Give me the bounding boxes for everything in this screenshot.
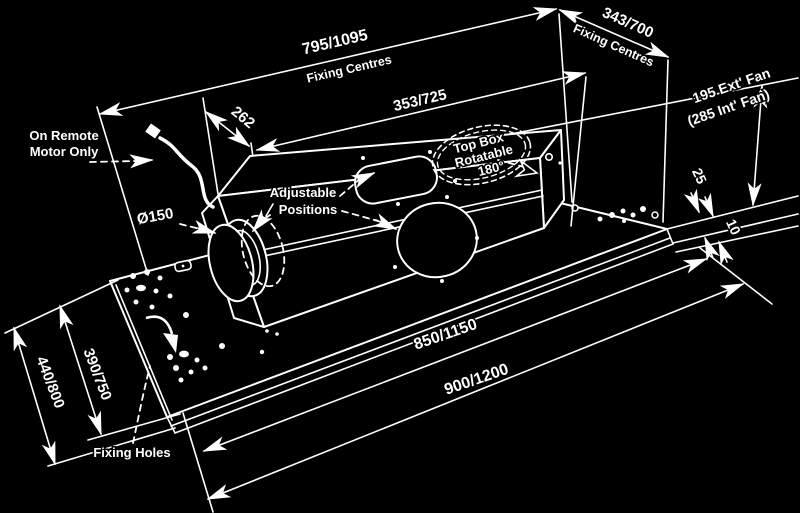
dim-440-800: 440/800 [33, 354, 68, 411]
dim-25: 25 [689, 165, 710, 186]
dim-10: 10 [723, 216, 744, 237]
fixing-holes-arrow [163, 333, 178, 353]
mains-cable [158, 136, 215, 209]
duct-diameter-arrow [191, 219, 217, 234]
dimension-lines [13, 7, 768, 500]
dim-390-750: 390/750 [80, 346, 115, 403]
rotation-arrow [513, 158, 540, 178]
cable-connector [145, 123, 161, 139]
remote-note-2: Motor Only [30, 144, 99, 159]
remote-note-1: On Remote [29, 128, 98, 143]
dim-duct-diameter: Ø150 [136, 205, 175, 228]
dim-353-725: 353/725 [392, 86, 449, 115]
dim-795-caption: Fixing Centres [305, 53, 393, 86]
leader-lines [89, 154, 540, 444]
dim-262: 262 [228, 103, 258, 132]
adjustable-label-1: Adjustable [270, 185, 336, 200]
fixing-holes-label: Fixing Holes [93, 445, 170, 460]
fixing-holes-leader [132, 365, 151, 444]
adjustable-front-arrow [372, 213, 398, 230]
fixing-holes-right-cluster [571, 204, 659, 223]
adjustable-label-2: Positions [279, 202, 338, 217]
dim-900-1200: 900/1200 [442, 361, 511, 399]
adjustable-duct-arrow [251, 209, 273, 233]
remote-motor-arrow [129, 154, 154, 169]
adjustable-top-arrow [350, 172, 376, 189]
